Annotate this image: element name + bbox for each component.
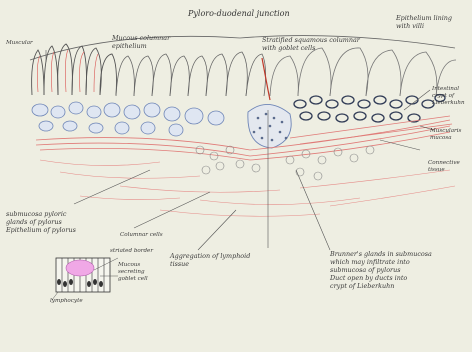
label-mucous-columnar: Mucous columnar epithelium xyxy=(112,34,170,50)
mucosal-folds xyxy=(32,44,117,95)
label-stratified-squamous: Stratified squamous columnar with goblet… xyxy=(262,36,360,52)
leader-lines xyxy=(46,50,434,250)
inset-columnar-cells xyxy=(52,258,118,300)
label-epithelium-lining: Epithelium lining with villi xyxy=(396,14,452,30)
label-mucous-secreting: Mucous secreting goblet cell xyxy=(118,262,148,283)
gland-row xyxy=(32,102,224,136)
duodenal-villi xyxy=(270,48,456,96)
label-lymphocyte: lymphocyte xyxy=(50,298,83,305)
label-connective-tissue: Connective tissue xyxy=(428,160,460,174)
label-brunners-glands: Brunner's glands in submucosa which may … xyxy=(330,250,432,290)
label-columnar-cells: Columnar cells xyxy=(120,232,163,239)
label-lymphoid-aggregation: Aggregation of lymphoid tissue xyxy=(170,252,250,268)
label-muscularis-top: Muscular xyxy=(6,40,33,47)
section-outline-top xyxy=(30,36,455,60)
submucosal-glands xyxy=(196,146,374,180)
muscularis-band xyxy=(36,116,452,160)
crypt-row xyxy=(294,95,445,123)
lymphoid-aggregate xyxy=(248,104,291,148)
mucosal-folds-red xyxy=(37,50,98,92)
pyloric-folds xyxy=(116,52,266,96)
label-striated-border: striated border xyxy=(110,248,153,255)
connective-fibres xyxy=(40,160,455,216)
junction-red-streak xyxy=(262,58,270,100)
diagram-title: Pyloro-duodenal junction xyxy=(188,10,290,18)
label-intestinal-crypt: Intestinal crypt of Lieberkuhn xyxy=(432,86,465,107)
label-muscularis-mucosa: Muscularis mucosa xyxy=(430,128,461,142)
label-submucosa-pyloric: submucosa pyloric glands of pylorus Epit… xyxy=(6,210,76,234)
